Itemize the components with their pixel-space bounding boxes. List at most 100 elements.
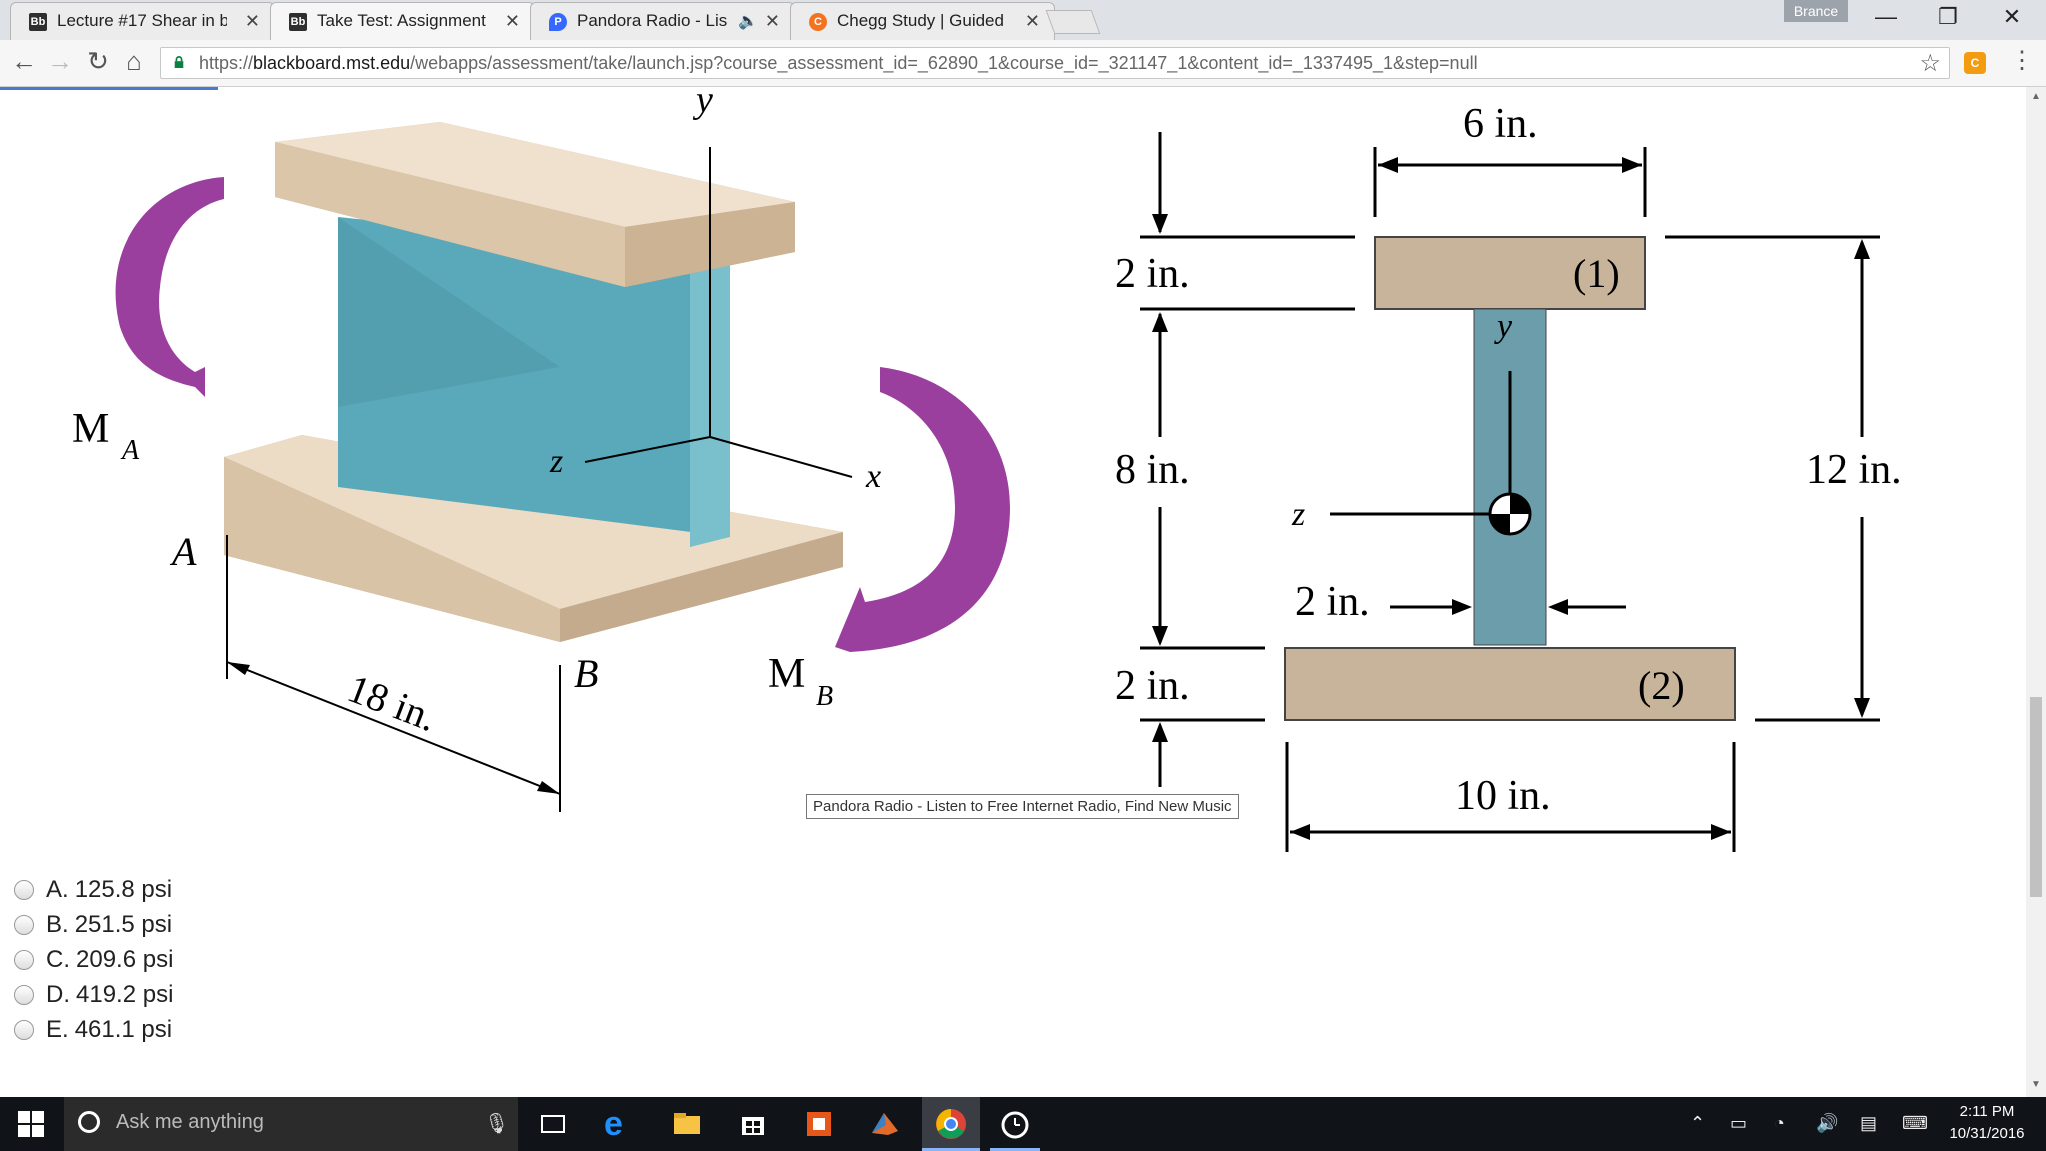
- home-icon[interactable]: ⌂: [126, 46, 142, 76]
- radio-button[interactable]: [14, 879, 34, 900]
- bookmark-star-icon[interactable]: ☆: [1919, 50, 1941, 77]
- option-value: 125.8 psi: [74, 875, 173, 903]
- option-letter: C.: [46, 945, 70, 973]
- url-text: https://blackboard.mst.edu/webapps/asses…: [199, 53, 1478, 73]
- windows-taskbar: Ask me anything 🎙 e ⌃ ▭ ◔ 🔊 ▤ ⌨ 2:11 PM …: [0, 1097, 2046, 1151]
- show-hidden-icons[interactable]: ⌃: [1690, 1113, 1706, 1133]
- answer-option-b[interactable]: B. 251.5 psi: [14, 907, 173, 942]
- battery-icon[interactable]: ▭: [1730, 1113, 1748, 1133]
- cross-section: [1284, 236, 1736, 721]
- scrollbar-thumb[interactable]: [2030, 697, 2042, 897]
- volume-icon[interactable]: 🔊: [1816, 1113, 1839, 1133]
- store-icon[interactable]: [736, 1107, 770, 1141]
- moment-a-arrow: [115, 177, 224, 397]
- option-letter: E.: [46, 1015, 69, 1043]
- dim-2-web-label: 2 in.: [1295, 579, 1370, 625]
- new-tab-button[interactable]: [1045, 10, 1101, 34]
- file-explorer-icon[interactable]: [670, 1107, 704, 1141]
- alarms-clock-icon[interactable]: [998, 1107, 1032, 1141]
- dim-12-label: 12 in.: [1806, 447, 1902, 493]
- chegg-icon: C: [809, 13, 827, 31]
- section-2-label: (2): [1638, 663, 1685, 708]
- radio-button[interactable]: [14, 949, 34, 970]
- tab-bar: Bb Lecture #17 Shear in bea ✕ Bb Take Te…: [0, 0, 2046, 40]
- dim-8-label: 8 in.: [1115, 447, 1190, 493]
- tab-title: Take Test: Assignment #9: [317, 11, 487, 30]
- dim-10-label: 10 in.: [1455, 773, 1551, 819]
- taskbar-clock[interactable]: 2:11 PM 10/31/2016: [1940, 1101, 2034, 1145]
- chrome-taskbar-button[interactable]: [922, 1097, 980, 1151]
- tab-take-test[interactable]: Bb Take Test: Assignment #9 ✕: [270, 2, 535, 40]
- vertical-scrollbar[interactable]: ▲ ▼: [2026, 87, 2046, 1097]
- address-bar[interactable]: https://blackboard.mst.edu/webapps/asses…: [160, 47, 1950, 79]
- matlab-icon[interactable]: [868, 1107, 902, 1141]
- page-content: y z x M A M B A B 18 in. (1) (: [0, 87, 2026, 1097]
- radio-button[interactable]: [14, 914, 34, 935]
- answer-option-c[interactable]: C. 209.6 psi: [14, 942, 173, 977]
- close-tab-icon[interactable]: ✕: [1024, 11, 1040, 31]
- menu-icon[interactable]: ⋮: [2010, 47, 2034, 74]
- answer-option-e[interactable]: E. 461.1 psi: [14, 1012, 173, 1047]
- restore-icon[interactable]: ❐: [1938, 4, 1958, 29]
- tab-title: Chegg Study | Guided So: [837, 11, 1007, 30]
- extension-icon[interactable]: C: [1964, 52, 1986, 74]
- clock-time: 2:11 PM: [1959, 1103, 2015, 1120]
- close-tab-icon[interactable]: ✕: [764, 11, 780, 31]
- dim-6-label: 6 in.: [1463, 101, 1538, 147]
- close-window-icon[interactable]: ✕: [2002, 4, 2022, 29]
- lock-icon: [174, 56, 184, 68]
- blackboard-icon: Bb: [289, 13, 307, 31]
- close-tab-icon[interactable]: ✕: [504, 11, 520, 31]
- beam-3d: [224, 122, 843, 642]
- page-progress-line: [0, 87, 218, 90]
- beam-figure: y z x M A M B A B 18 in. (1) (: [72, 87, 1902, 852]
- cs-y-label: y: [1494, 308, 1513, 345]
- keyboard-icon[interactable]: ⌨: [1902, 1113, 1928, 1133]
- office-icon[interactable]: [802, 1107, 836, 1141]
- axis-x-label: x: [865, 458, 881, 495]
- option-value: 209.6 psi: [76, 945, 174, 973]
- tab-lecture[interactable]: Bb Lecture #17 Shear in bea ✕: [10, 2, 275, 40]
- option-value: 461.1 psi: [74, 1015, 173, 1043]
- tab-pandora[interactable]: P Pandora Radio - Listen 🔈 ✕: [530, 2, 795, 40]
- tab-chegg[interactable]: C Chegg Study | Guided So ✕: [790, 2, 1055, 40]
- cortana-search[interactable]: Ask me anything 🎙: [64, 1097, 518, 1151]
- blackboard-icon: Bb: [29, 13, 47, 31]
- answer-option-d[interactable]: D. 419.2 psi: [14, 977, 173, 1012]
- axis-z-label: z: [549, 443, 563, 480]
- minimize-icon[interactable]: —: [1875, 4, 1897, 29]
- cortana-icon: [78, 1111, 100, 1133]
- clock-date: 10/31/2016: [1949, 1125, 2025, 1142]
- cs-z-label: z: [1291, 496, 1305, 533]
- tab-title: Lecture #17 Shear in bea: [57, 11, 227, 30]
- moment-b-subscript: B: [816, 681, 833, 712]
- profile-button[interactable]: Brance: [1784, 0, 1848, 22]
- axis-y-label: y: [692, 87, 713, 121]
- answer-options: A. 125.8 psi B. 251.5 psi C. 209.6 psi D…: [14, 872, 173, 1047]
- microphone-icon[interactable]: 🎙: [484, 1113, 510, 1135]
- pandora-icon: P: [549, 13, 567, 31]
- radio-button[interactable]: [14, 984, 34, 1005]
- option-letter: A.: [46, 875, 69, 903]
- back-icon[interactable]: ←: [11, 46, 37, 76]
- option-letter: D.: [46, 980, 70, 1008]
- tab-tooltip: Pandora Radio - Listen to Free Internet …: [806, 794, 1239, 819]
- moment-a-label: M: [72, 406, 109, 452]
- audio-playing-icon[interactable]: 🔈: [738, 13, 758, 30]
- browser-toolbar: ← → ↻ ⌂ https://blackboard.mst.edu/webap…: [0, 40, 2046, 87]
- scroll-up-icon[interactable]: ▲: [2031, 91, 2041, 102]
- dim-2-bottom-label: 2 in.: [1115, 663, 1190, 709]
- edge-icon[interactable]: e: [604, 1105, 623, 1143]
- scroll-down-icon[interactable]: ▼: [2031, 1079, 2041, 1090]
- answer-option-a[interactable]: A. 125.8 psi: [14, 872, 173, 907]
- moment-b-label: M: [768, 651, 805, 697]
- task-view-icon[interactable]: [536, 1107, 570, 1141]
- close-tab-icon[interactable]: ✕: [244, 11, 260, 31]
- wifi-icon[interactable]: ◔: [1774, 1113, 1785, 1133]
- action-center-icon[interactable]: ▤: [1860, 1113, 1878, 1133]
- radio-button[interactable]: [14, 1019, 34, 1040]
- windows-start-icon[interactable]: [18, 1111, 44, 1137]
- forward-icon[interactable]: →: [47, 46, 73, 76]
- tab-title: Pandora Radio - Listen: [577, 11, 727, 30]
- reload-icon[interactable]: ↻: [87, 46, 109, 76]
